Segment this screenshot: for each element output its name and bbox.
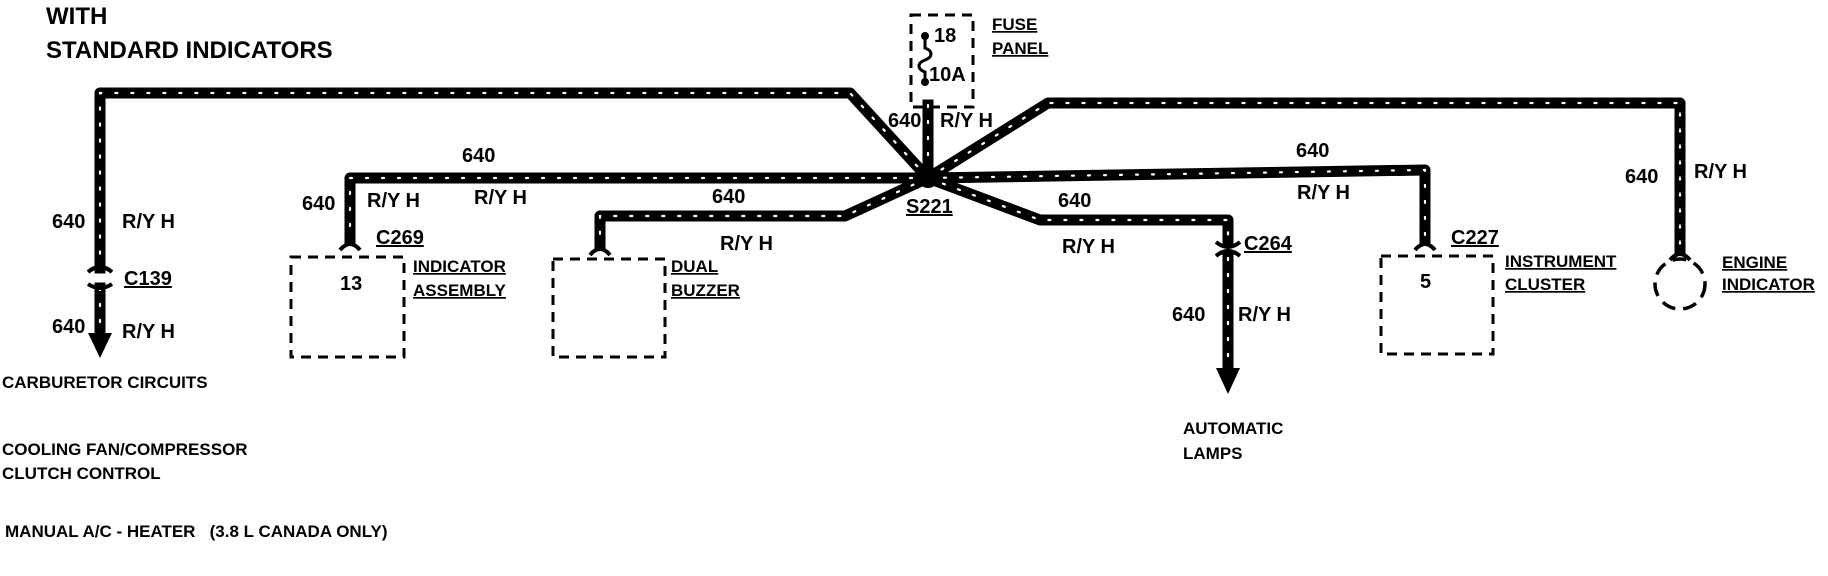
fuse-panel: 18 10A FUSE PANEL [909,13,1048,109]
label-color-indicator: R/Y H [474,187,527,209]
label-color-lamps-lower: R/Y H [1238,304,1291,326]
cluster-pin: 5 [1420,271,1431,293]
connector-label-c269: C269 [376,227,424,249]
wire-indicator-assembly [344,172,934,246]
dest-cooling-line2: CLUTCH CONTROL [2,464,161,483]
dest-auto-lamps-line2: LAMPS [1183,444,1243,463]
fuse-rating: 10A [929,64,966,86]
label-color-fuse: R/Y H [940,110,993,132]
buzzer-label-line2: BUZZER [671,281,740,300]
dest-carburetor: CARBURETOR CIRCUITS [2,373,208,392]
instrument-cluster: 5 C227 INSTRUMENT CLUSTER [1379,227,1617,356]
wires [94,87,1686,376]
label-circuit-indicator-drop: 640 [302,193,335,215]
engine-indicator: ENGINE INDICATOR [1653,252,1815,311]
label-color-engine: R/Y H [1694,161,1747,183]
label-color-indicator-drop: R/Y H [367,190,420,212]
arrow-carburetor [88,333,112,358]
engine-label-line2: INDICATOR [1722,275,1815,294]
arrow-automatic-lamps [1216,368,1240,394]
label-circuit-buzzer: 640 [712,186,745,208]
circuit-labels: 640 R/Y H 640 R/Y H 640 R/Y H 640 R/Y H … [52,110,1747,343]
label-color-buzzer: R/Y H [720,233,773,255]
wire-dual-buzzer [594,170,936,251]
fuse-label-line2: PANEL [992,39,1048,58]
label-circuit-carb-lower: 640 [52,316,85,338]
label-circuit-lamps-lower: 640 [1172,304,1205,326]
wire-automatic-lamps [920,170,1234,246]
label-circuit-fuse: 640 [888,110,921,132]
splice-label: S221 [906,196,953,218]
splice-s221 [918,168,938,188]
label-circuit-indicator-top: 640 [462,145,495,167]
connector-c264: C264 [1214,233,1293,258]
connector-label-c139: C139 [124,268,172,290]
engine-label-line1: ENGINE [1722,253,1787,272]
fuse-number: 18 [934,25,956,47]
label-circuit-lamps: 640 [1058,190,1091,212]
title-line2: STANDARD INDICATORS [46,37,333,64]
label-circuit-cluster: 640 [1296,140,1329,162]
dual-buzzer: DUAL BUZZER [551,247,740,359]
label-color-cluster: R/Y H [1297,182,1350,204]
indicator-label-line2: ASSEMBLY [413,281,507,300]
label-color-carb-lower: R/Y H [122,321,175,343]
label-circuit-carb-upper: 640 [52,211,85,233]
fuse-label-line1: FUSE [992,15,1037,34]
connector-label-c264: C264 [1244,233,1293,255]
dest-manual-ac: MANUAL A/C - HEATER (3.8 L CANADA ONLY) [5,522,388,541]
label-circuit-engine: 640 [1625,166,1658,188]
buzzer-label-line1: DUAL [671,257,718,276]
wire-carburetor [94,87,936,274]
dest-auto-lamps-line1: AUTOMATIC [1183,419,1283,438]
indicator-pin: 13 [340,273,362,295]
connector-label-c227: C227 [1451,227,1499,249]
connector-c139: C139 [86,265,172,290]
dest-cooling-line1: COOLING FAN/COMPRESSOR [2,440,248,459]
cluster-label-line2: CLUSTER [1505,275,1585,294]
title-line1: WITH [46,3,107,30]
indicator-label-line1: INDICATOR [413,257,506,276]
cluster-label-line1: INSTRUMENT [1505,252,1617,271]
destinations: CARBURETOR CIRCUITS COOLING FAN/COMPRESS… [2,373,1283,541]
label-color-lamps: R/Y H [1062,236,1115,258]
label-color-carb-upper: R/Y H [122,211,175,233]
indicator-assembly: 13 C269 INDICATOR ASSEMBLY [289,227,507,359]
